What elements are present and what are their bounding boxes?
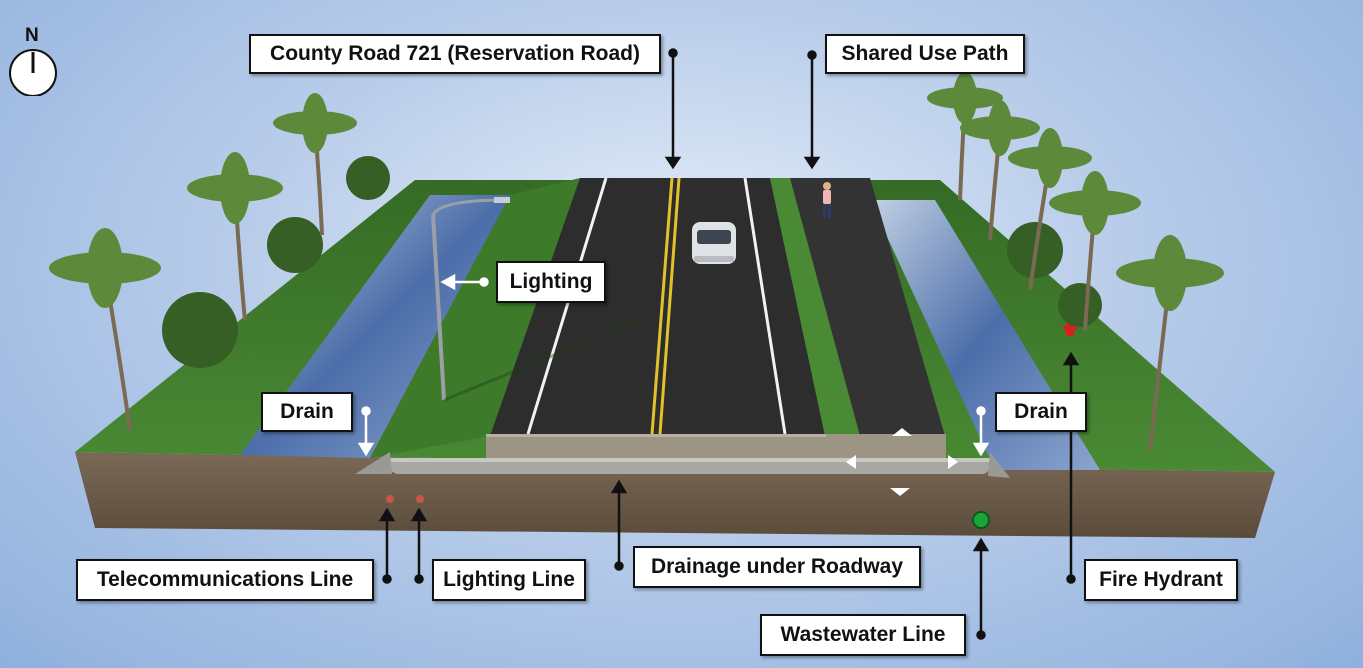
roadway [490, 178, 825, 436]
fire-hydrant-marker [1063, 322, 1077, 336]
bushes [162, 156, 1102, 368]
pedestrian [823, 182, 831, 218]
label-drainage-under-roadway: Drainage under Roadway [633, 546, 921, 588]
north-compass [8, 30, 58, 97]
label-lighting-line: Lighting Line [432, 559, 586, 601]
label-fire-hydrant: Fire Hydrant [1084, 559, 1238, 601]
telecom-line-marker [386, 495, 394, 503]
label-telecommunications-line: Telecommunications Line [76, 559, 374, 601]
car [692, 222, 736, 264]
label-shared-use-path: Shared Use Path [825, 34, 1025, 74]
label-wastewater-line: Wastewater Line [760, 614, 966, 656]
label-drain-right: Drain [995, 392, 1087, 432]
compass-north-letter: N [25, 25, 39, 46]
label-county-road: County Road 721 (Reservation Road) [249, 34, 661, 74]
wastewater-line-marker [972, 511, 990, 529]
label-lighting: Lighting [496, 261, 606, 303]
label-drain-left: Drain [261, 392, 353, 432]
lighting-line-marker [416, 495, 424, 503]
street-light-pole [431, 214, 446, 401]
shared-use-path-surface [790, 178, 945, 436]
